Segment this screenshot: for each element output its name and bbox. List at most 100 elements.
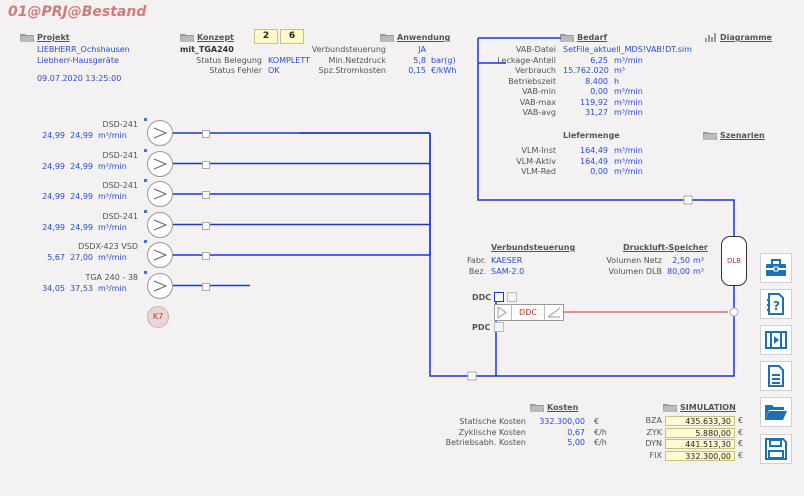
- compressor-unit: m³/min: [98, 161, 127, 171]
- compressor-left-value: 24,99: [42, 131, 65, 140]
- simulation-label: ZYK: [646, 427, 662, 437]
- bedarf-unit: m³: [614, 66, 625, 75]
- bedarf-unit: m³/min: [614, 55, 643, 65]
- liefermenge-unit: m³/min: [614, 167, 643, 176]
- volumen-netz-value: 2,50: [672, 256, 690, 265]
- simulation-value-field[interactable]: 441.513,30: [665, 439, 735, 449]
- folder-icon: [180, 34, 194, 42]
- kosten-value: 0,67: [567, 427, 585, 437]
- bedarf-unit: m³/min: [614, 87, 643, 96]
- film-button[interactable]: [760, 325, 792, 355]
- szenarien-heading[interactable]: Szenarien: [720, 131, 765, 140]
- bedarf-section[interactable]: Bedarf: [560, 33, 608, 42]
- compressor-symbol-icon: [153, 127, 168, 139]
- liefermenge-heading: Liefermenge: [563, 131, 620, 140]
- liefermenge-value: 164,49: [580, 146, 608, 155]
- simulation-value-field[interactable]: 435.633,30: [665, 416, 735, 426]
- signal-curve-icon: [547, 307, 561, 318]
- compressor-connector: [202, 191, 210, 199]
- anwendung-section[interactable]: Anwendung: [380, 33, 451, 42]
- bedarf-heading[interactable]: Bedarf: [577, 33, 608, 42]
- simulation-heading[interactable]: SIMULATION: [680, 403, 736, 412]
- anwendung-unit: bar(g): [431, 56, 456, 65]
- compressor-icon[interactable]: [147, 242, 173, 268]
- anwendung-heading[interactable]: Anwendung: [397, 33, 451, 42]
- kosten-section[interactable]: Kosten: [530, 403, 579, 412]
- simulation-label: BZA: [645, 416, 662, 425]
- save-button[interactable]: [760, 434, 792, 464]
- anwendung-label: Min.Netzdruck: [328, 56, 386, 65]
- compressor-symbol-icon: [153, 219, 168, 230]
- kosten-heading[interactable]: Kosten: [547, 403, 579, 412]
- compressor-left-value: 24,99: [42, 161, 65, 171]
- compressor-icon[interactable]: [147, 150, 173, 177]
- toolbox-button[interactable]: [760, 253, 792, 283]
- bedarf-label: VAB-Datei: [515, 45, 556, 54]
- szenarien-section[interactable]: Szenarien: [703, 131, 765, 140]
- projekt-heading[interactable]: Projekt: [37, 33, 70, 42]
- druckluft-speicher-heading[interactable]: Druckluft-Speicher: [623, 243, 708, 252]
- compressor-value: 24,99: [70, 161, 93, 171]
- volumen-netz-unit: m³: [693, 256, 704, 265]
- konzept-heading[interactable]: Konzept: [197, 33, 234, 42]
- compressor-connector: [202, 130, 210, 138]
- ddc-checkbox-2[interactable]: [507, 292, 517, 302]
- compressor-icon[interactable]: [147, 211, 173, 238]
- simulation-label: DYN: [645, 439, 662, 448]
- diagramme-heading[interactable]: Diagramme: [720, 33, 772, 42]
- konzept-num2[interactable]: 6: [280, 29, 304, 44]
- junction-node: [729, 307, 739, 317]
- pipe-line: [477, 38, 735, 236]
- compressor-icon[interactable]: [147, 181, 173, 207]
- junction-node: [683, 195, 693, 205]
- play-icon: [497, 307, 507, 318]
- help-document-button[interactable]: ?: [760, 289, 792, 319]
- bedarf-label: VAB-max: [519, 97, 556, 107]
- bar-chart-icon: [705, 33, 716, 42]
- simulation-value-field[interactable]: 332.300,00: [665, 450, 735, 461]
- bedarf-value: 6,25: [590, 55, 608, 65]
- pdc-checkbox[interactable]: [494, 322, 504, 332]
- bedarf-unit: m³/min: [614, 108, 643, 117]
- document-icon: [768, 365, 784, 387]
- ddc-label: DDC: [472, 293, 492, 302]
- simulation-value-field[interactable]: 5.880,00: [665, 427, 735, 438]
- projekt-section[interactable]: Projekt: [20, 33, 70, 42]
- ddc-controller-box[interactable]: DDC: [494, 304, 564, 321]
- folder-icon: [380, 34, 394, 42]
- diagramme-section[interactable]: Diagramme: [705, 33, 772, 42]
- compressor-icon[interactable]: [147, 272, 173, 299]
- compressor-connector: [202, 221, 210, 230]
- open-folder-icon: [765, 405, 787, 420]
- simulation-unit: €: [738, 427, 744, 437]
- bedarf-label: Verbrauch: [515, 66, 556, 75]
- ddc-checkbox[interactable]: [494, 292, 504, 302]
- folder-icon: [703, 132, 717, 140]
- compressor-unit: m³/min: [98, 283, 127, 293]
- bedarf-label: VAB-min: [522, 87, 556, 96]
- verbundsteuerung-heading[interactable]: Verbundsteuerung: [491, 243, 576, 252]
- compressor-unit: m³/min: [98, 253, 127, 262]
- simulation-unit: €: [738, 450, 744, 460]
- bedarf-label: VAB-avg: [522, 108, 556, 117]
- k7-node[interactable]: K7: [147, 306, 169, 328]
- compressor-icon[interactable]: [147, 120, 173, 146]
- simulation-label: FIX: [649, 450, 662, 460]
- compressor-name: DSD-241: [102, 150, 138, 160]
- help-document-icon: ?: [767, 293, 784, 315]
- document-button[interactable]: [760, 361, 792, 391]
- open-folder-button[interactable]: [760, 397, 792, 427]
- dlb-tank[interactable]: DLB: [721, 236, 747, 286]
- compressor-symbol-icon: [153, 188, 168, 200]
- anwendung-value: 5,8: [413, 56, 426, 65]
- fabr-label: Fabr.: [467, 256, 486, 265]
- compressor-status-dot: [144, 270, 147, 274]
- compressor-status-dot: [144, 118, 147, 121]
- compressor-value: 27,00: [70, 253, 93, 262]
- konzept-num1[interactable]: 2: [254, 29, 278, 44]
- compressor-name: TGA 240 - 38: [85, 272, 138, 282]
- simulation-section[interactable]: SIMULATION: [663, 403, 736, 412]
- konzept-section[interactable]: Konzept: [180, 33, 234, 42]
- liefermenge-value: 164,49: [580, 156, 608, 166]
